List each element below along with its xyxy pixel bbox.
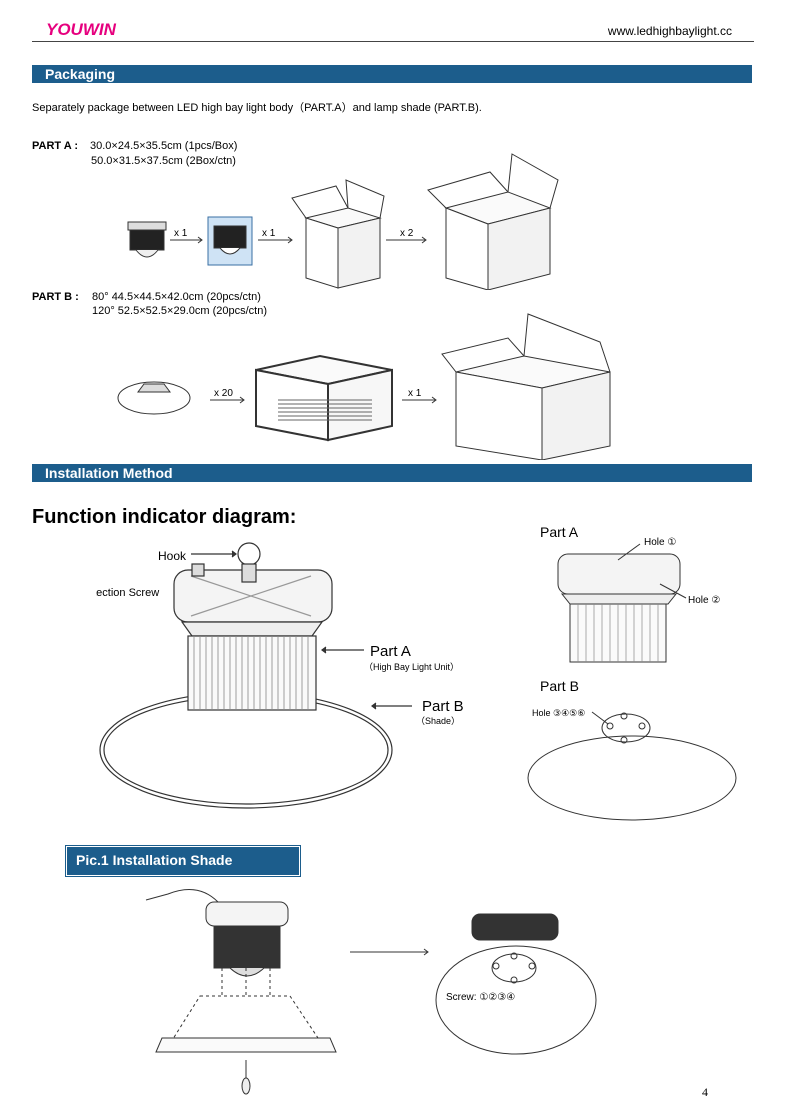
multiplier-b-2: x 1 — [408, 388, 422, 399]
packaging-title: Packaging — [45, 66, 116, 82]
side-part-b-label: Part B — [540, 678, 579, 694]
part-b-callout: Part B — [422, 698, 464, 715]
multiplier-b-1: x 20 — [214, 388, 233, 399]
multiplier-a-2: x 1 — [262, 228, 276, 239]
part-b-sub-callout: （Shade） — [416, 716, 460, 726]
screw-label: Screw: ①②③④ — [446, 992, 515, 1003]
hole-3456-label: Hole ③④⑤⑥ — [532, 708, 585, 718]
part-b-packaging-illustration: x 20 x 1 — [117, 313, 611, 460]
page-number: 4 — [702, 1085, 708, 1099]
hole-2-label: Hole ② — [688, 595, 720, 606]
part-b-line1: 80° 44.5×44.5×42.0cm (20pcs/ctn) — [92, 291, 261, 303]
part-b-line2: 120° 52.5×52.5×29.0cm (20pcs/ctn) — [92, 305, 268, 317]
multiplier-a-1: x 1 — [174, 228, 188, 239]
pic1-label: Pic.1 Installation Shade — [65, 845, 301, 877]
part-a-callout: Part A — [370, 643, 411, 660]
protection-screw-callout: Protection Screw — [96, 587, 159, 599]
brand-logo: YOUWIN — [46, 20, 116, 39]
part-b-label: PART B : — [32, 291, 79, 303]
installation-title: Installation Method — [45, 465, 173, 481]
function-diagram-title: Function indicator diagram: — [32, 506, 297, 528]
header-rule — [32, 41, 754, 42]
header-url: www.ledhighbaylight.cc — [607, 24, 732, 38]
hook-callout: Hook — [158, 549, 187, 563]
installation-section-bar: Installation Method — [32, 464, 752, 482]
multiplier-a-3: x 2 — [400, 228, 414, 239]
part-a-label: PART A : — [32, 140, 79, 152]
part-a-sub-callout: （High Bay Light Unit） — [364, 662, 459, 672]
part-a-line1: 30.0×24.5×35.5cm (1pcs/Box) — [90, 140, 238, 152]
pic1-label-text: Pic.1 Installation Shade — [76, 852, 233, 868]
packaging-section-bar: Packaging — [32, 65, 752, 83]
part-a-packaging-illustration: x 1 x 1 x 2 — [127, 153, 559, 290]
side-part-a-label: Part A — [540, 524, 579, 540]
function-indicator-diagram: Hook Protection Screw Part A （High Bay L… — [96, 542, 464, 809]
hole-1-label: Hole ① — [644, 537, 676, 548]
part-a-line2: 50.0×31.5×37.5cm (2Box/ctn) — [91, 155, 236, 167]
installation-shade-illustration: Screw: ①②③④ — [145, 889, 597, 1095]
side-detail-diagrams: Part A Hole ① Hole ② Part B Hole ③④⑤⑥ — [527, 524, 737, 821]
packaging-intro: Separately package between LED high bay … — [32, 102, 482, 114]
